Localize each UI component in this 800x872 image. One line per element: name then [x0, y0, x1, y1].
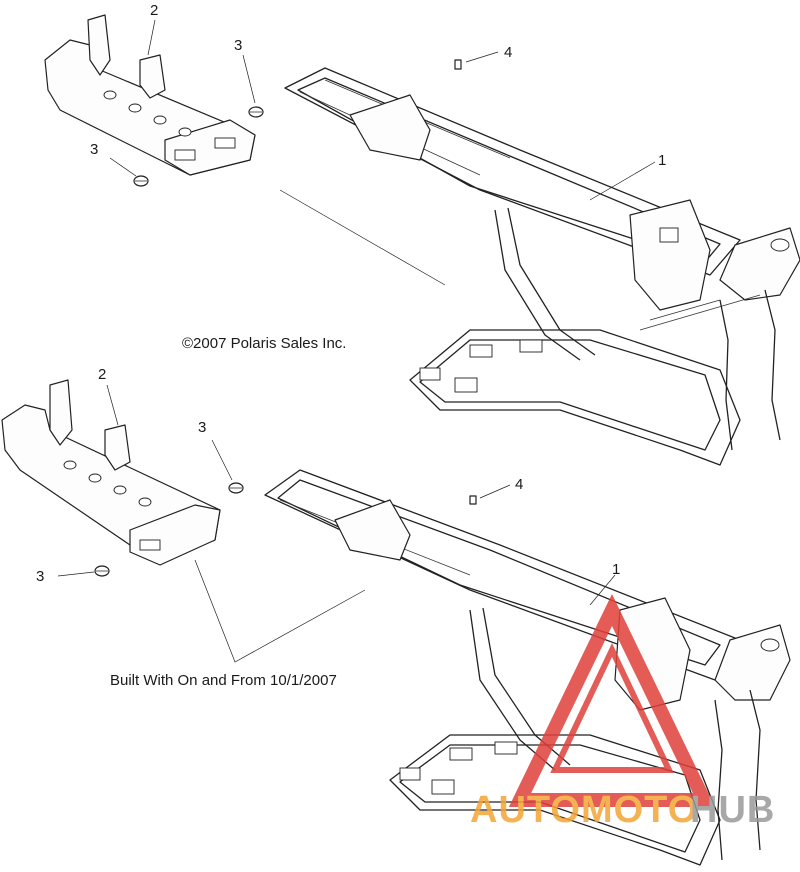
callout-2-top: 2 [150, 2, 158, 19]
callout-1-bottom: 1 [612, 561, 620, 578]
bottom-front-bracket [1, 379, 221, 566]
bottom-bolt-b [94, 565, 110, 577]
automotohub-watermark: AUTOMOTO HUB [470, 593, 775, 831]
top-pin [454, 59, 462, 70]
top-bolt-b [133, 175, 149, 187]
bottom-bolt-a [228, 482, 244, 494]
copyright-text: ©2007 Polaris Sales Inc. [182, 335, 346, 352]
callout-4-top: 4 [504, 44, 512, 61]
bottom-main-frame [264, 469, 791, 866]
callout-3-top-b: 3 [90, 141, 98, 158]
callout-2-bottom: 2 [98, 366, 106, 383]
callout-3-top-a: 3 [234, 37, 242, 54]
watermark-text-automoto: AUTOMOTO [470, 789, 698, 831]
top-front-bracket [44, 14, 256, 176]
build-date-note: Built With On and From 10/1/2007 [110, 672, 337, 689]
callout-1-top: 1 [658, 152, 666, 169]
callout-3-bottom-b: 3 [36, 568, 44, 585]
bottom-pin [469, 495, 477, 505]
callout-3-bottom-a: 3 [198, 419, 206, 436]
top-bolt-a [248, 106, 264, 118]
bottom-assembly: 2 3 3 4 1 [1, 366, 791, 866]
watermark-logo-icon [508, 593, 716, 807]
top-assembly: 2 3 3 4 1 [44, 2, 800, 466]
watermark-text-hub: HUB [690, 789, 775, 831]
top-main-frame [284, 67, 800, 466]
callout-4-bottom: 4 [515, 476, 523, 493]
